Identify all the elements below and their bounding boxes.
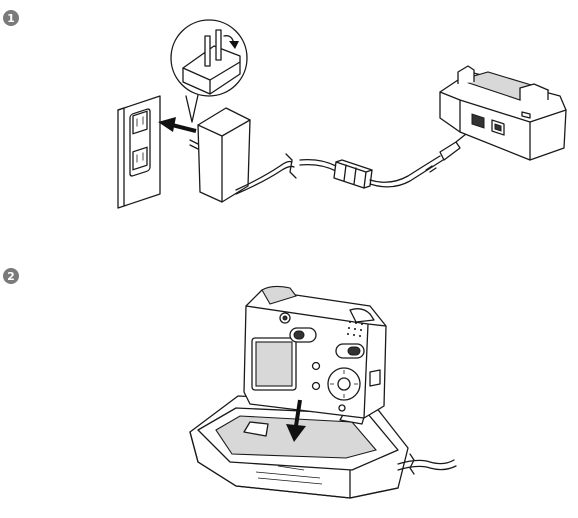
step-2-group: 2 <box>3 268 457 499</box>
wall-outlet <box>117 95 161 209</box>
usb-cradle <box>439 65 567 161</box>
step-1-badge: 1 <box>3 10 19 26</box>
speaker-dots <box>347 321 363 337</box>
insert-arrow <box>158 117 197 133</box>
step-2-badge: 2 <box>3 268 19 284</box>
power-cord <box>235 153 337 195</box>
step-2-number: 2 <box>7 270 15 283</box>
step-1-group: 1 <box>3 10 567 209</box>
step-1-number: 1 <box>7 12 15 25</box>
ferrite-core <box>333 159 373 189</box>
plug-prong-callout <box>170 19 248 123</box>
insert-down-arrow <box>286 399 306 442</box>
digital-camera <box>243 285 387 419</box>
dc-cable <box>369 133 467 188</box>
cradle-cable <box>397 453 457 475</box>
ac-adaptor <box>189 107 251 203</box>
